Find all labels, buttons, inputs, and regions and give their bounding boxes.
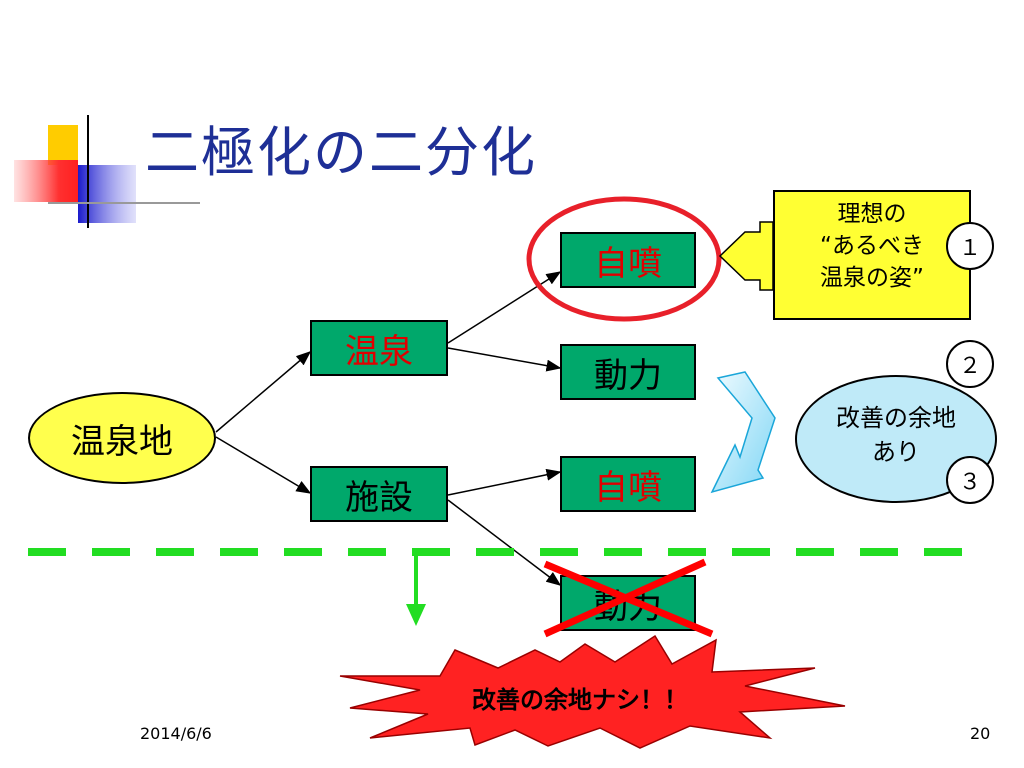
node-facility: 施設 — [310, 466, 448, 522]
marker-2: ２ — [946, 340, 994, 388]
improvement-line-2: あり — [872, 438, 920, 466]
root-node-onsen-area: 温泉地 — [28, 392, 216, 484]
yellow-square — [48, 125, 78, 165]
arrow-facility-power — [447, 499, 562, 586]
marker-3: ３ — [946, 456, 994, 504]
arrow-facility-self — [447, 468, 562, 496]
arrow-onsen-self — [447, 271, 562, 344]
improvement-line-1: 改善の余地 — [836, 404, 956, 432]
red-square — [14, 160, 78, 202]
node-onsen: 温泉 — [310, 320, 448, 376]
highlight-ring — [526, 196, 722, 322]
improvement-arrow — [710, 371, 776, 494]
node-facility-self-flowing: 自噴 — [560, 456, 696, 512]
arrow-onsen-power — [447, 347, 562, 372]
title-decoration — [14, 115, 200, 228]
slide-date: 2014/6/6 — [140, 724, 212, 743]
ideal-callout: 理想の “あるべき 温泉の姿” — [773, 190, 971, 320]
slide-title: 二極化の二分化 — [145, 121, 537, 184]
ideal-line-3: 温泉の姿” — [820, 265, 924, 291]
marker-1: １ — [946, 222, 994, 270]
arrow-root-onsen — [215, 351, 312, 433]
ideal-line-2: “あるべき — [820, 233, 924, 259]
node-onsen-powered: 動力 — [560, 344, 696, 400]
burst-shape — [339, 634, 846, 749]
no-improvement-label: 改善の余地ナシ！！ — [472, 686, 688, 714]
down-arrow — [406, 604, 426, 626]
ideal-line-1: 理想の — [837, 201, 907, 227]
arrow-root-facility — [215, 436, 312, 494]
node-onsen-self-flowing: 自噴 — [560, 232, 696, 288]
page-number: 20 — [970, 724, 991, 743]
